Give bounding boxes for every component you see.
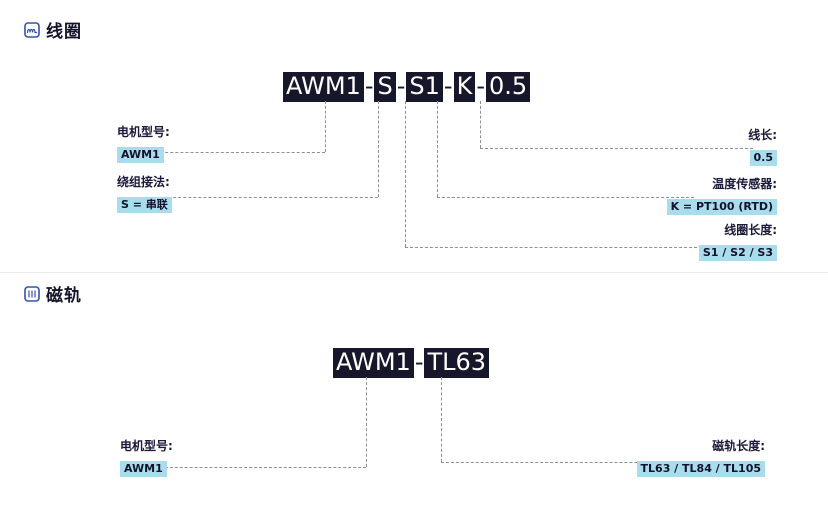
label-track-motor-model: 电机型号: AWM1 [120,437,173,477]
label-winding-title: 绕组接法: [117,175,170,189]
track-section-header: 磁轨 [24,281,82,306]
connector-coil-length-vertical [405,101,406,247]
label-temp-sensor-value: K = PT100 (RTD) [666,199,777,215]
coil-segment-motor-model: AWM1 [283,72,364,102]
connector-wire-length-horizontal [480,148,753,149]
label-motor-model: 电机型号: AWM1 [117,123,170,163]
connector-motor-model-horizontal [150,152,325,153]
label-winding: 绕组接法: S = 串联 [117,173,172,213]
track-model-number: AWM1 - TL63 [333,348,490,378]
track-icon [24,285,40,302]
coil-segment-coil-length: S1 [406,72,443,102]
separator: - [476,72,485,100]
connector-sensor-horizontal [437,197,694,198]
connector-track-length-horizontal [441,462,672,463]
connector-coil-length-horizontal [405,247,712,248]
label-winding-value: S = 串联 [117,197,172,213]
label-temp-sensor: 温度传感器: K = PT100 (RTD) [666,175,777,215]
label-temp-sensor-title: 温度传感器: [712,177,777,191]
connector-winding-vertical [378,101,379,197]
coil-section-header: 线圈 [24,17,82,42]
label-motor-model-title: 电机型号: [117,125,170,139]
coil-section-title: 线圈 [46,22,82,42]
label-track-length-value: TL63 / TL84 / TL105 [636,461,765,477]
connector-track-length-vertical [441,377,442,462]
coil-model-number: AWM1 - S - S1 - K - 0.5 [283,72,531,102]
separator: - [364,72,374,100]
track-segment-track-length: TL63 [424,348,490,378]
track-segment-motor-model: AWM1 [333,348,414,378]
coil-segment-sensor: K [453,72,476,102]
label-wire-length: 线长: 0.5 [748,126,777,166]
label-track-motor-model-value: AWM1 [120,461,167,477]
label-motor-model-value: AWM1 [117,147,164,163]
separator: - [396,72,406,100]
connector-track-motor-vertical [366,377,367,467]
separator: - [443,72,453,100]
coil-segment-winding: S [374,72,396,102]
label-wire-length-value: 0.5 [749,150,777,166]
connector-sensor-vertical [437,101,438,197]
coil-icon [24,21,40,38]
connector-motor-model-vertical [325,101,326,152]
label-track-length-title: 磁轨长度: [712,439,765,453]
label-track-motor-model-title: 电机型号: [120,439,173,453]
coil-segment-wire-length: 0.5 [486,72,531,102]
connector-track-motor-horizontal [150,467,366,468]
separator: - [414,348,424,376]
section-divider [0,272,828,273]
label-coil-length-title: 线圈长度: [724,223,777,237]
connector-wire-length-vertical [480,101,481,148]
connector-winding-horizontal [163,197,378,198]
track-section-title: 磁轨 [46,286,82,306]
label-coil-length-value: S1 / S2 / S3 [698,245,777,261]
label-track-length: 磁轨长度: TL63 / TL84 / TL105 [636,437,765,477]
label-coil-length: 线圈长度: S1 / S2 / S3 [698,221,777,261]
label-wire-length-title: 线长: [748,128,777,142]
